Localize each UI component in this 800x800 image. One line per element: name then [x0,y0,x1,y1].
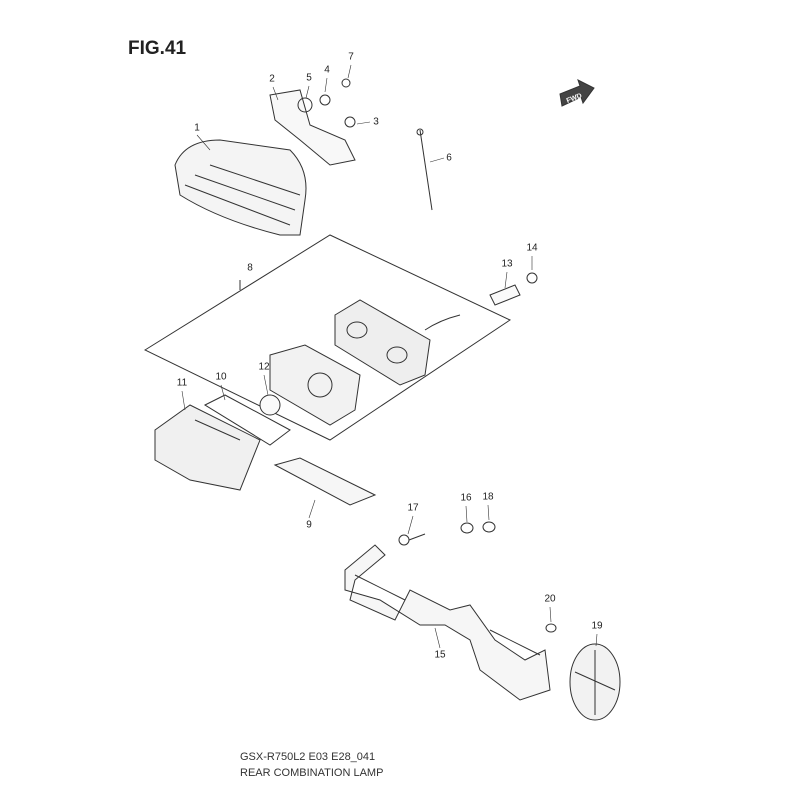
callout-1: 1 [194,122,200,134]
tail-lamp-housing [174,139,307,236]
callout-14: 14 [526,242,538,254]
lens-base [269,344,361,426]
callout-9: 9 [306,519,312,531]
callout-20: 20 [544,593,556,605]
callout-16: 16 [460,492,472,504]
tie-strap-6 [416,128,433,211]
callout-17: 17 [407,502,419,514]
lamp-body [334,299,461,386]
bracket-2 [269,78,356,166]
screw-17 [398,533,426,546]
nut-14 [526,272,538,284]
callout-6: 6 [446,152,452,164]
callout-10: 10 [215,371,227,383]
washer-16 [460,522,474,534]
gasket-10 [203,394,291,446]
callout-3: 3 [373,116,379,128]
nut-18 [482,521,496,533]
spacer-13 [489,284,521,306]
callout-8: 8 [247,262,253,274]
callout-4: 4 [324,64,330,76]
callout-18: 18 [482,491,494,503]
callout-5: 5 [306,72,312,84]
callout-2: 2 [269,73,275,85]
bulb-12 [259,394,281,416]
leader-lines [181,64,598,649]
bracket-15 [344,544,551,701]
figure-title: FIG.41 [128,38,187,59]
callout-12: 12 [258,361,270,373]
plate-9 [273,457,377,506]
model-code: GSX-R750L2 E03 E28_041 [240,751,376,763]
reflector-19 [569,643,621,721]
lens-11 [154,404,261,491]
nut-20 [545,623,557,633]
callout-7: 7 [348,51,354,63]
callout-11: 11 [176,377,188,389]
callout-13: 13 [501,258,513,270]
fwd-arrow-icon: FWD [559,79,595,107]
diagram-title: REAR COMBINATION LAMP [240,767,384,779]
callout-15: 15 [434,649,446,661]
callout-19: 19 [591,620,603,632]
